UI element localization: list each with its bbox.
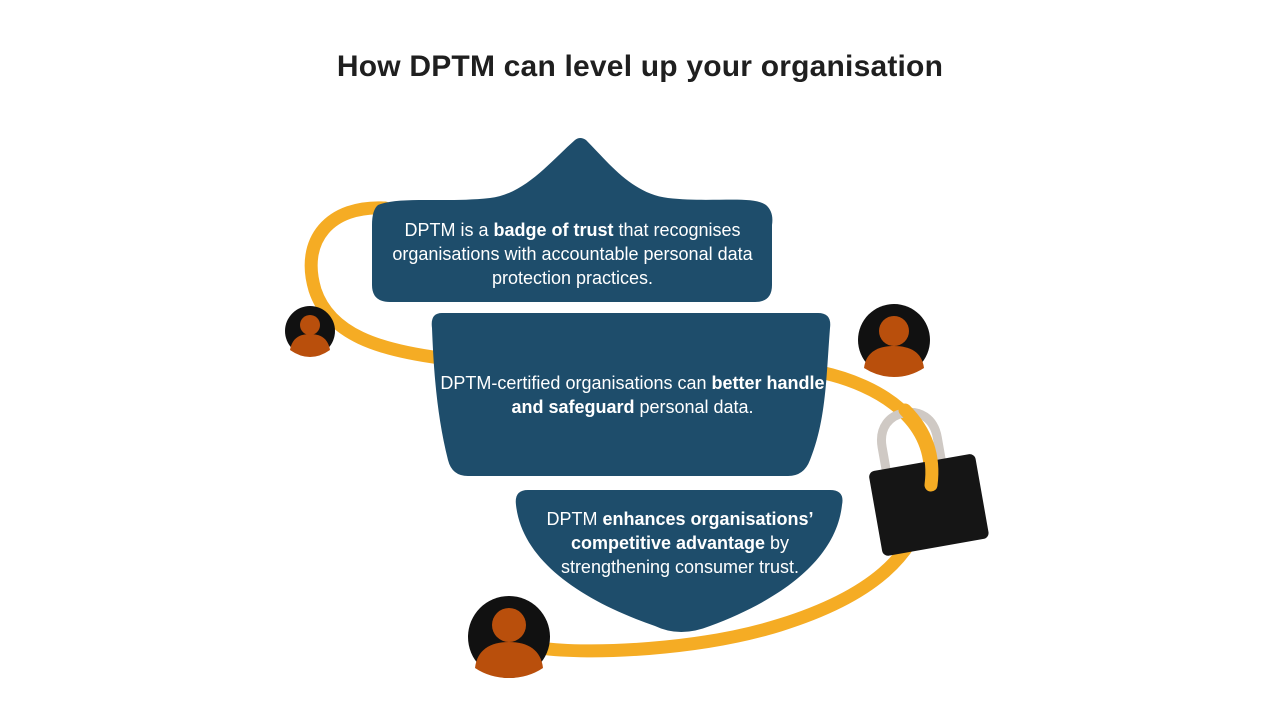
panel-safeguard-text-post: personal data. xyxy=(634,397,754,417)
panel-advantage-text-pre: DPTM xyxy=(546,509,603,529)
page-title: How DPTM can level up your organisation xyxy=(336,50,944,83)
panel-safeguard-shape xyxy=(431,313,831,476)
panel-advantage-text-post: by strengthening consumer trust. xyxy=(560,533,800,577)
panel-advantage-shape xyxy=(515,490,843,632)
user-icon xyxy=(285,306,335,357)
panel-badge-text: DPTM is a badge of trust that recognises… xyxy=(385,218,760,290)
panel-badge-shape xyxy=(372,138,773,302)
panel-advantage-text: DPTM enhances organisations’ competitive… xyxy=(530,507,830,579)
panel-badge-text-pre: DPTM is a xyxy=(404,220,494,240)
user-icon xyxy=(858,304,930,377)
panel-advantage-text-bold: enhances organisations’ competitive adva… xyxy=(570,509,814,553)
panel-safeguard-text: DPTM-certified organisations can better … xyxy=(440,371,825,419)
journey-path-front xyxy=(898,403,939,492)
panel-badge-text-bold: badge of trust xyxy=(493,220,614,240)
user-icon xyxy=(468,596,550,678)
panel-badge-text-post: that recognises organisations with accou… xyxy=(392,220,753,288)
panel-safeguard-text-pre: DPTM-certified organisations can xyxy=(440,373,712,393)
panel-safeguard-text-bold: better handle and safeguard xyxy=(511,373,825,417)
